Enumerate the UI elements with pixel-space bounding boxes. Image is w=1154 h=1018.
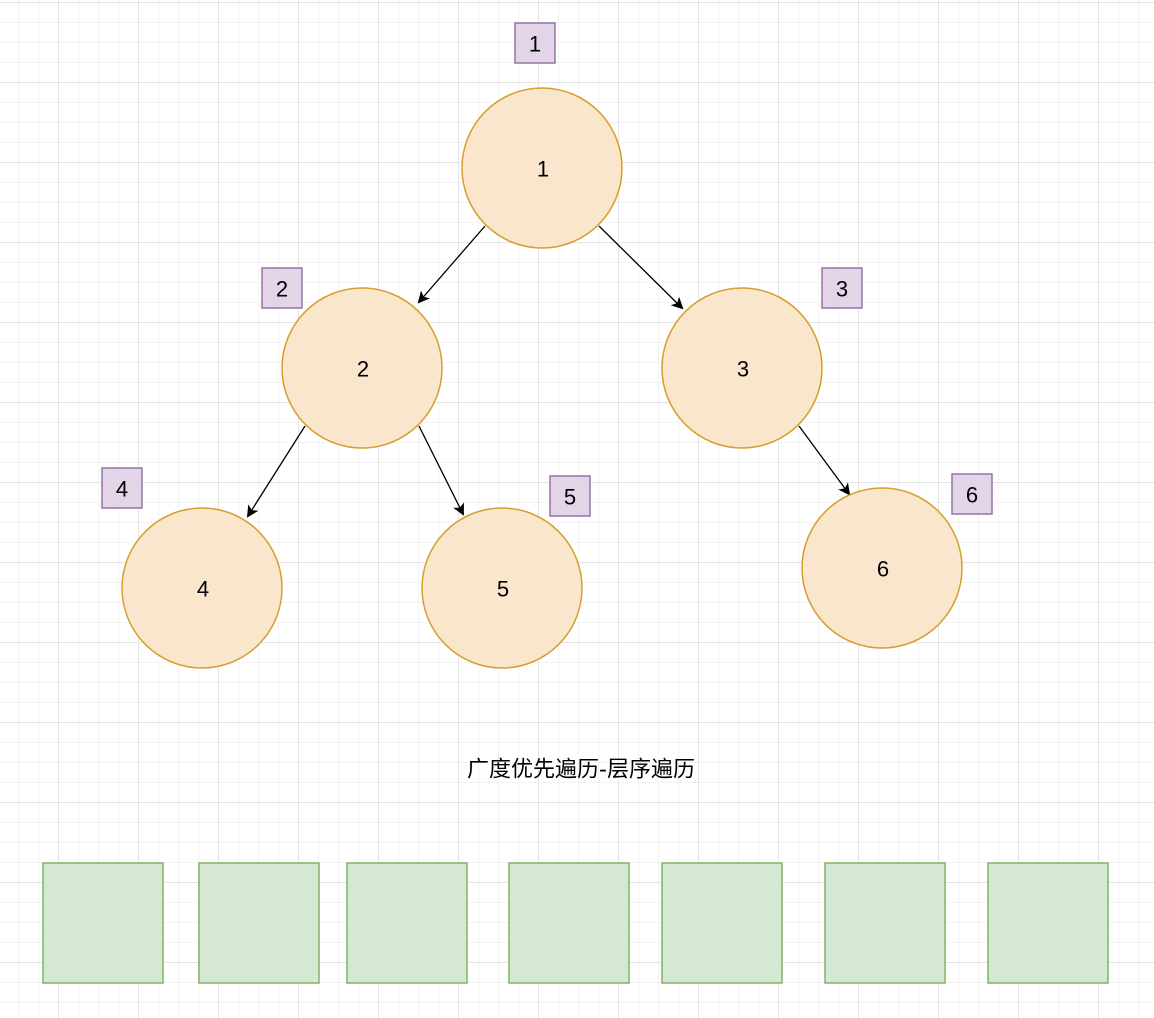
result-slot-7[interactable] bbox=[987, 862, 1109, 984]
order-badge-2-box bbox=[261, 267, 303, 309]
order-badge-2[interactable]: 2 bbox=[261, 267, 303, 309]
order-badge-2-label: 2 bbox=[276, 277, 288, 302]
order-badge-4[interactable]: 4 bbox=[101, 467, 143, 509]
order-badge-4-box bbox=[101, 467, 143, 509]
order-badge-6-label: 6 bbox=[966, 483, 978, 508]
order-badge-6[interactable]: 6 bbox=[951, 473, 993, 515]
edge-2-5 bbox=[418, 425, 464, 516]
tree-node-5[interactable]: 5 bbox=[421, 507, 583, 669]
tree-node-5-label: 5 bbox=[497, 577, 509, 602]
result-slot-1[interactable] bbox=[42, 862, 164, 984]
order-badge-4-label: 4 bbox=[116, 477, 128, 502]
tree-node-1[interactable]: 1 bbox=[461, 87, 623, 249]
tree-node-1-circle bbox=[461, 87, 623, 249]
tree-node-4-label: 4 bbox=[197, 577, 209, 602]
tree-node-5-circle bbox=[421, 507, 583, 669]
tree-node-1-label: 1 bbox=[537, 157, 549, 182]
order-badge-6-box bbox=[951, 473, 993, 515]
tree-node-2[interactable]: 2 bbox=[281, 287, 443, 449]
edges bbox=[246, 225, 851, 518]
order-badge-3-label: 3 bbox=[836, 277, 848, 302]
result-slot-3[interactable] bbox=[346, 862, 468, 984]
edge-2-4 bbox=[246, 425, 306, 518]
order-badge-5-label: 5 bbox=[564, 485, 576, 510]
tree-node-6[interactable]: 6 bbox=[801, 487, 963, 649]
tree-node-2-circle bbox=[281, 287, 443, 449]
edge-1-3 bbox=[598, 225, 684, 310]
tree-node-3-circle bbox=[661, 287, 823, 449]
tree-node-4[interactable]: 4 bbox=[121, 507, 283, 669]
result-slot-5[interactable] bbox=[661, 862, 783, 984]
edge-3-6 bbox=[798, 425, 851, 496]
tree-node-6-label: 6 bbox=[877, 557, 889, 582]
order-badge-1[interactable]: 1 bbox=[514, 22, 556, 64]
edge-1-2 bbox=[417, 225, 486, 304]
tree-node-4-circle bbox=[121, 507, 283, 669]
order-badge-3-box bbox=[821, 267, 863, 309]
order-badge-5-box bbox=[549, 475, 591, 517]
result-slot-4[interactable] bbox=[508, 862, 630, 984]
tree-node-3-label: 3 bbox=[737, 357, 749, 382]
diagram-caption: 广度优先遍历-层序遍历 bbox=[467, 758, 695, 783]
result-slot-2[interactable] bbox=[198, 862, 320, 984]
tree-node-2-label: 2 bbox=[357, 357, 369, 382]
result-slot-6[interactable] bbox=[824, 862, 946, 984]
tree-node-3[interactable]: 3 bbox=[661, 287, 823, 449]
order-badge-5[interactable]: 5 bbox=[549, 475, 591, 517]
tree-node-6-circle bbox=[801, 487, 963, 649]
order-badge-1-label: 1 bbox=[529, 32, 541, 57]
result-slots bbox=[42, 862, 1109, 984]
order-badge-3[interactable]: 3 bbox=[821, 267, 863, 309]
order-badge-1-box bbox=[514, 22, 556, 64]
